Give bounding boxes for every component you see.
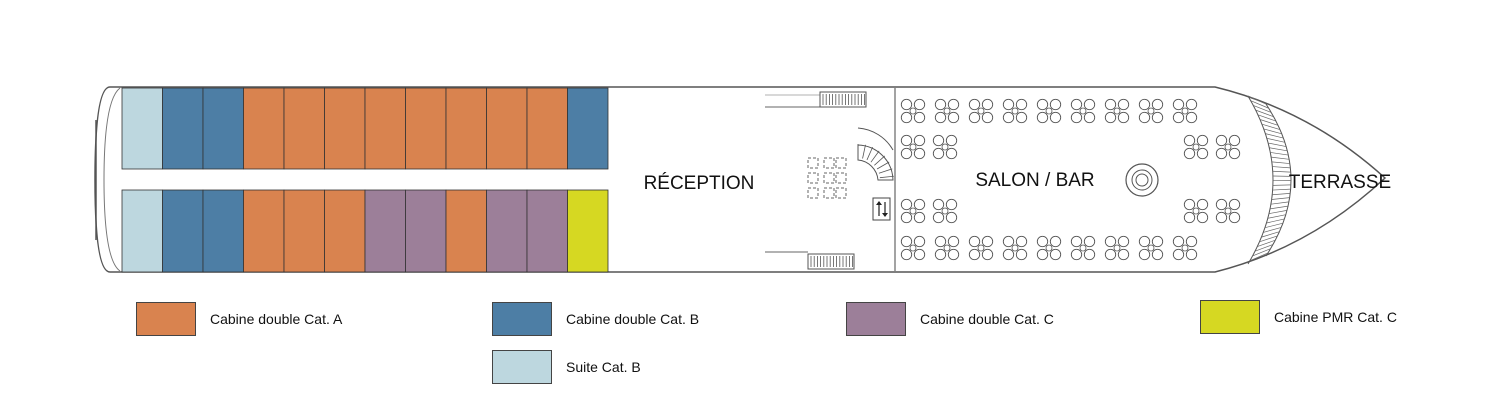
cabin-cat-a <box>243 189 285 273</box>
cabin-cat-b <box>162 189 204 273</box>
circular-bar-icon <box>1125 163 1159 197</box>
lounge-table-icon <box>900 134 926 160</box>
lounge-table-icon <box>968 98 994 124</box>
cabin-cat-a <box>243 87 285 170</box>
lounge-table-icon <box>1104 235 1130 261</box>
cabin-suite-b <box>121 87 163 170</box>
cabin-cat-a <box>526 87 568 170</box>
lounge-table-icon <box>932 134 958 160</box>
lounge-table-icon <box>1215 134 1241 160</box>
elevator-icon <box>872 197 891 221</box>
lounge-table-icon <box>932 198 958 224</box>
lounge-table-icon <box>1070 235 1096 261</box>
cabin-cat-c <box>405 189 447 273</box>
terrace-label: TERRASSE <box>1289 172 1391 193</box>
cabin-cat-a <box>486 87 528 170</box>
spiral-staircase-icon <box>857 127 894 181</box>
cabin-cat-a <box>405 87 447 170</box>
cabin-cat-a <box>283 189 325 273</box>
lounge-table-icon <box>900 198 926 224</box>
cabin-cat-a <box>324 189 366 273</box>
reception-label: RÉCEPTION <box>644 173 755 194</box>
cabin-cat-a <box>324 87 366 170</box>
lounge-table-icon <box>900 235 926 261</box>
cabin-cat-a <box>283 87 325 170</box>
cabin-cat-b <box>202 87 244 170</box>
lounge-table-icon <box>968 235 994 261</box>
lounge-table-icon <box>1215 198 1241 224</box>
stairs-icon <box>765 251 855 270</box>
lounge-table-icon <box>1002 98 1028 124</box>
cabin-cat-a <box>364 87 406 170</box>
lounge-table-icon <box>1138 98 1164 124</box>
lounge-table-icon <box>1183 134 1209 160</box>
lounge-table-icon <box>900 98 926 124</box>
cabin-cat-a <box>445 87 487 170</box>
lounge-table-icon <box>934 235 960 261</box>
cabin-cat-b <box>567 87 609 170</box>
cabin-cat-c <box>364 189 406 273</box>
cabin-pmr-c <box>567 189 609 273</box>
cabin-cat-c <box>486 189 528 273</box>
lounge-table-icon <box>1172 98 1198 124</box>
lounge-table-icon <box>1036 235 1062 261</box>
lounge-table-icon <box>1036 98 1062 124</box>
lounge-table-icon <box>1002 235 1028 261</box>
lounge-table-icon <box>934 98 960 124</box>
cabin-cat-c <box>526 189 568 273</box>
cabin-row-top <box>121 87 609 170</box>
cabin-row-bottom <box>121 189 609 273</box>
terrace-railing <box>1247 95 1292 265</box>
cabin-cat-b <box>202 189 244 273</box>
salon-label: SALON / BAR <box>975 170 1094 191</box>
cabin-cat-b <box>162 87 204 170</box>
cabin-suite-b <box>121 189 163 273</box>
lounge-seating <box>900 98 1241 261</box>
cabin-cat-a <box>445 189 487 273</box>
lounge-table-icon <box>1172 235 1198 261</box>
stairs-icon <box>765 91 867 108</box>
reception-table-icon <box>807 157 847 199</box>
lounge-table-icon <box>1104 98 1130 124</box>
lounge-table-icon <box>1183 198 1209 224</box>
lounge-table-icon <box>1138 235 1164 261</box>
stern-line <box>103 87 121 272</box>
lounge-table-icon <box>1070 98 1096 124</box>
